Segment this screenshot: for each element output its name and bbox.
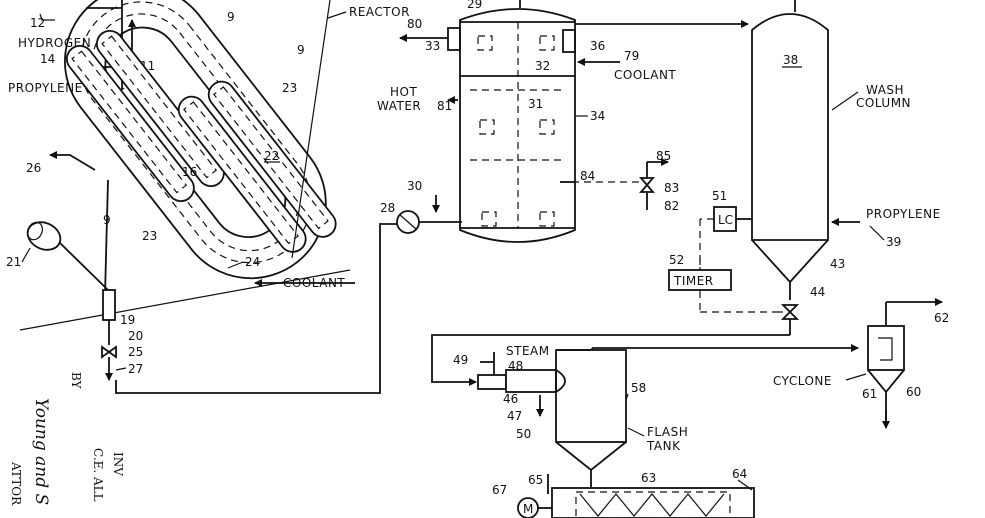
flash-tank	[555, 348, 627, 488]
ref-64: 64	[732, 467, 747, 481]
ref-23-top: 23	[282, 81, 297, 95]
condenser-vent	[560, 158, 669, 210]
propylene-feed-label: PROPYLENE	[8, 81, 83, 95]
valve-44	[778, 304, 800, 335]
by-text: BY	[69, 372, 83, 390]
hot-water-label-1: HOT	[390, 85, 417, 99]
ref-32: 32	[535, 59, 550, 73]
ref-21: 21	[6, 255, 21, 269]
reactor	[19, 0, 351, 331]
dryer-motor	[517, 497, 552, 518]
ref-9-right: 9	[297, 43, 305, 57]
ref-33: 33	[425, 39, 440, 53]
ref-9-bottom: 9	[103, 213, 111, 227]
ref-80: 80	[407, 17, 422, 31]
ref-58: 58	[631, 381, 646, 395]
ref-49: 49	[453, 353, 468, 367]
dryer-conveyor	[547, 474, 755, 518]
ref-44: 44	[810, 285, 825, 299]
ref-31: 31	[528, 97, 543, 111]
ref-30: 30	[407, 179, 422, 193]
column-label: COLUMN	[856, 96, 911, 110]
ref-60: 60	[906, 385, 921, 399]
attorney-text: ATTOR	[9, 461, 23, 506]
hot-water-label-2: WATER	[377, 99, 421, 113]
ref-28: 28	[380, 201, 395, 215]
ref-84: 84	[580, 169, 595, 183]
reactor-coolant-label: COOLANT	[283, 276, 345, 290]
ref-82: 82	[664, 199, 679, 213]
cyclone	[867, 298, 943, 429]
ref-12: 12	[30, 16, 45, 30]
ref-65: 65	[528, 473, 543, 487]
tank-label: TANK	[646, 439, 681, 453]
ref-19: 19	[120, 313, 135, 327]
ref-63: 63	[641, 471, 656, 485]
margin-text: BY Young and S INV C.E. ALL ATTOR	[9, 372, 125, 506]
condenser	[447, 8, 576, 243]
hydrogen-label: HYDROGEN	[18, 36, 91, 50]
ref-61: 61	[862, 387, 877, 401]
ref-52: 52	[669, 253, 684, 267]
timer-label: TIMER	[673, 274, 714, 288]
ref-9-top: 9	[227, 10, 235, 24]
flash-label: FLASH	[647, 425, 688, 439]
ref-47: 47	[507, 409, 522, 423]
ref-51: 51	[712, 189, 727, 203]
ref-81: 81	[437, 99, 452, 113]
ref-26: 26	[26, 161, 41, 175]
ref-23-bottom: 23	[142, 229, 157, 243]
ref-25: 25	[128, 345, 143, 359]
ref-50: 50	[516, 427, 531, 441]
reactor-label: REACTOR	[349, 5, 410, 19]
agitator-motor	[26, 221, 109, 291]
ref-43: 43	[830, 257, 845, 271]
ref-79: 79	[624, 49, 639, 63]
wash-propylene-label: PROPYLENE	[866, 207, 941, 221]
steam-nozzle	[477, 352, 566, 417]
ref-16: 16	[182, 165, 197, 179]
steam-label: STEAM	[506, 344, 550, 358]
ref-24: 24	[245, 255, 260, 269]
ref-14: 14	[40, 52, 55, 66]
condenser-coolant-label: COOLANT	[614, 68, 676, 82]
ref-36: 36	[590, 39, 605, 53]
ref-34: 34	[590, 109, 605, 123]
level-controller	[699, 206, 784, 313]
ref-46: 46	[503, 392, 518, 406]
lc-label: LC	[718, 213, 733, 227]
ref-67: 67	[492, 483, 507, 497]
ref-85: 85	[656, 149, 671, 163]
ref-27: 27	[128, 362, 143, 376]
reactor-cut-line	[19, 269, 351, 331]
ref-20: 20	[128, 329, 143, 343]
ref-39: 39	[886, 235, 901, 249]
ref-38: 38	[783, 53, 798, 67]
ref-22: 22	[264, 149, 279, 163]
reactor-tubes	[65, 29, 337, 253]
wash-column	[751, 0, 829, 300]
reactor-axis-line	[291, 0, 331, 259]
ref-62: 62	[934, 311, 949, 325]
ref-48: 48	[508, 359, 523, 373]
inventor-text: INV	[111, 452, 125, 476]
cyclone-label: CYCLONE	[773, 374, 832, 388]
pump-28	[396, 210, 420, 234]
ref-83: 83	[664, 181, 679, 195]
wash-label: WASH	[866, 83, 904, 97]
ref-29: 29	[467, 0, 482, 11]
inventor-name-text: C.E. ALL	[91, 448, 105, 502]
reactor-drain	[101, 289, 117, 381]
attorney-signature: Young and S	[31, 398, 51, 505]
motor-m-label: M	[523, 502, 533, 516]
timer-box	[668, 258, 732, 291]
